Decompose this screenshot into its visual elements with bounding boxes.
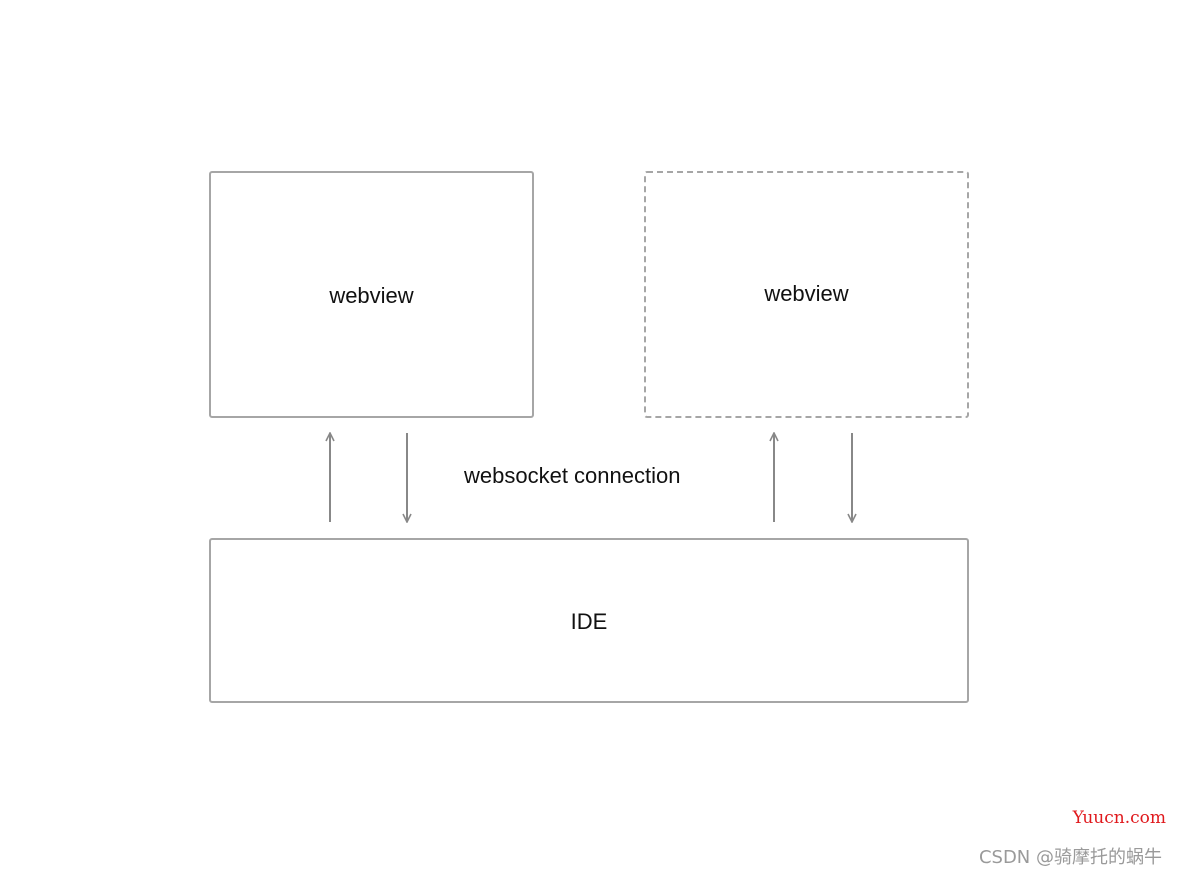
ide-box: IDE — [209, 538, 969, 703]
webview-right-label: webview — [764, 281, 849, 306]
author-watermark: CSDN @骑摩托的蜗牛 — [978, 847, 1162, 868]
webview-left-label: webview — [329, 283, 414, 308]
site-watermark: Yuucn.com — [1072, 808, 1166, 828]
connection-label: websocket connection — [464, 463, 681, 488]
webview-box-left: webview — [209, 171, 534, 418]
webview-box-right: webview — [644, 171, 969, 418]
ide-label: IDE — [570, 609, 608, 634]
